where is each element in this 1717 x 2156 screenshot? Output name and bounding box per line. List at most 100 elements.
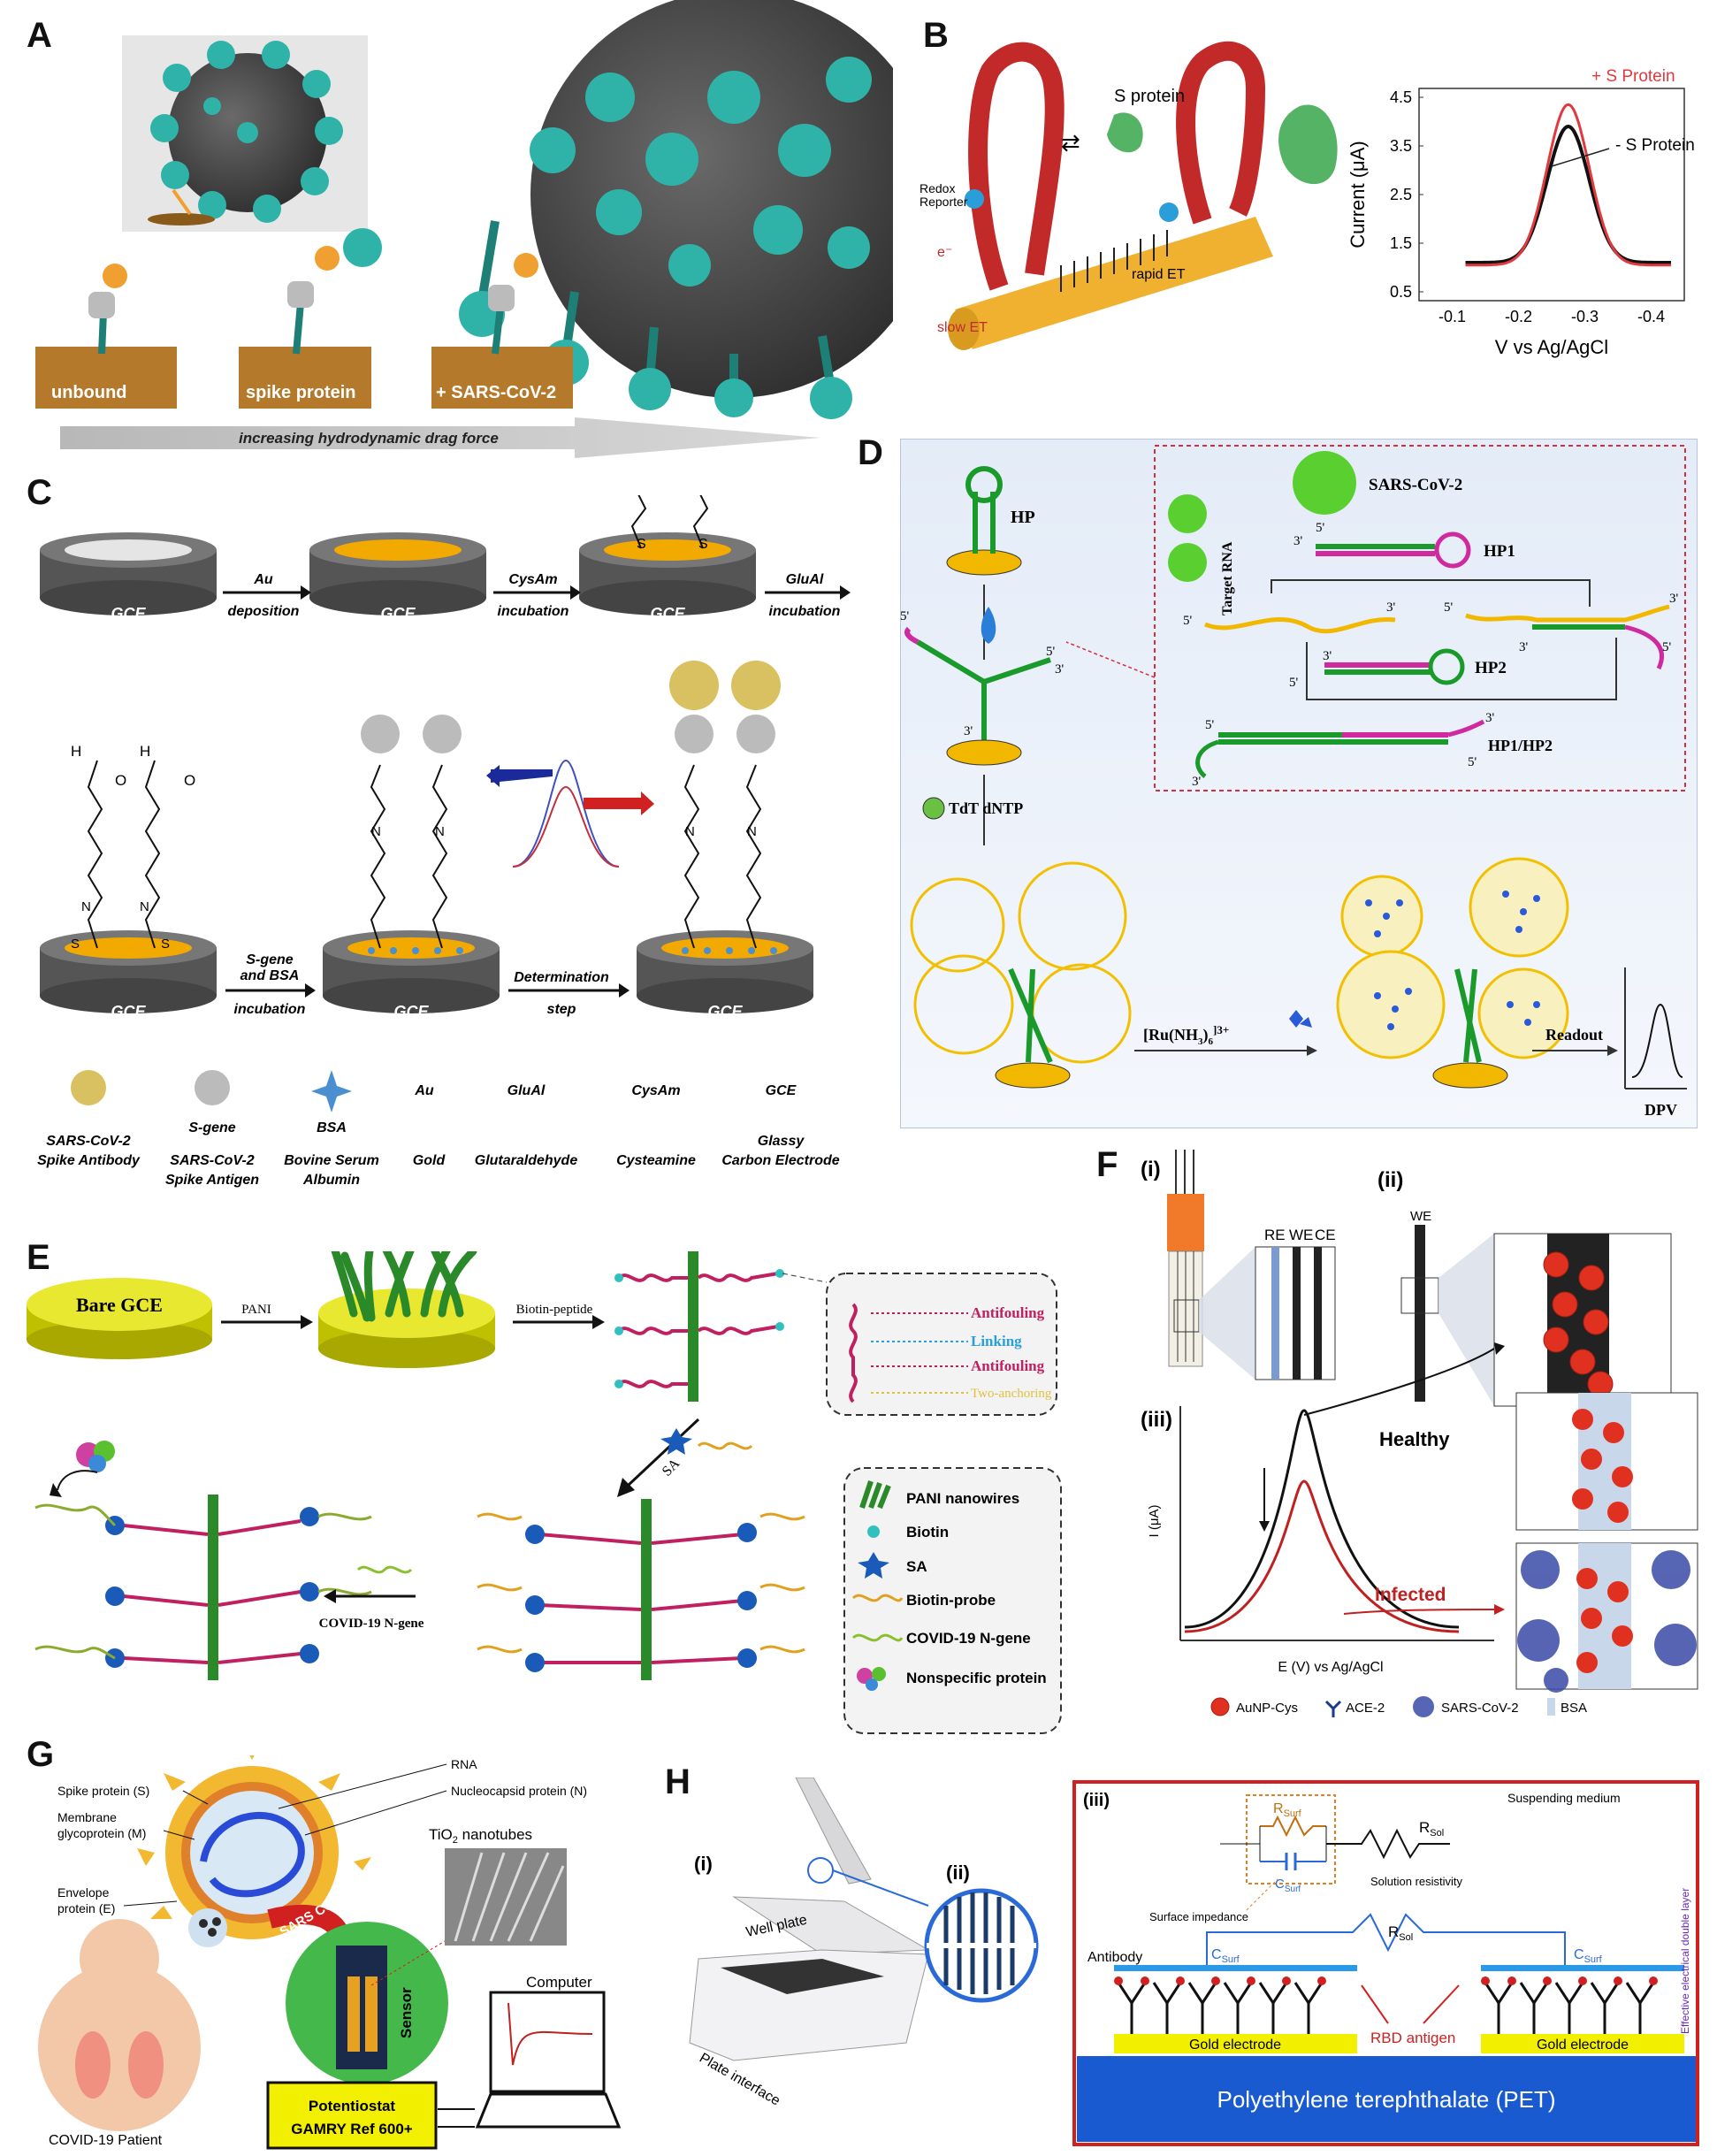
d-5p-f: 5' [1444, 600, 1454, 615]
panel-label-f: F [1096, 1145, 1118, 1184]
e-final-wire [34, 1495, 372, 1680]
panel-label-d: D [858, 433, 883, 472]
f-we: WE [1289, 1227, 1313, 1243]
h-rbd-antigens [1114, 1976, 1658, 1985]
d-amplified-product [910, 861, 1132, 1064]
g-gamry-label: GAMRY Ref 600+ [291, 2121, 413, 2137]
f-iii-label: (iii) [1141, 1408, 1172, 1432]
antibody-sensors [88, 228, 538, 355]
h-gold-electrode-right [1481, 2034, 1684, 2053]
h-suspending-medium: Suspending medium [1507, 1791, 1621, 1805]
curve-minus-s-protein [1465, 124, 1671, 264]
f-aunp-particles [1543, 1251, 1614, 1397]
g-virus-labels: Spike protein (S) Membrane glycoprotein … [57, 1757, 587, 1915]
c-n-6: N [747, 824, 757, 839]
e-legend-icons [851, 1480, 904, 1691]
d-ru-complex: [Ru(NH3)6]3+ [1143, 1023, 1229, 1047]
g-sensor-label: Sensor [398, 1987, 415, 2038]
c-h-2: H [140, 743, 150, 760]
e-legend-nonspecific: Nonspecific protein [906, 1670, 1047, 1686]
f-dpv-plot: Healthy Infected I (μA) E (V) vs Ag/AgCl [1147, 1342, 1505, 1675]
x-tick-label: -0.3 [1571, 308, 1599, 325]
h-csurf-left: CSurf [1211, 1947, 1240, 1965]
d-electrode-1 [946, 549, 1022, 576]
legend-plus-s-protein: + S Protein [1591, 67, 1675, 86]
surface-sars [431, 347, 573, 409]
legend-sgene-2: SARS-CoV-2 [170, 1153, 255, 1168]
state-spike-protein: spike protein [246, 383, 355, 402]
e-legend-biotin-probe: Biotin-probe [906, 1592, 996, 1609]
g-virus-particles [188, 1908, 227, 1947]
d-5p-h: 5' [1205, 718, 1215, 732]
x-ticks: -0.1-0.2-0.3-0.4 [1438, 308, 1665, 325]
g-label-lines [123, 1763, 447, 1907]
y-tick-label: 0.5 [1390, 283, 1412, 301]
electrode-rod [948, 217, 1273, 350]
f-legend-sars: SARS-CoV-2 [1441, 1701, 1519, 1716]
h-rsol-label-bottom: RSol [1388, 1923, 1413, 1943]
legend-labels: SARS-CoV-2 Spike Antibody S-gene SARS-Co… [37, 1120, 840, 1188]
step-determination-step: step [547, 1002, 576, 1017]
d-hp1: HP1 [1484, 542, 1515, 561]
redox-reporter-right [1159, 203, 1179, 222]
g-envelope-label: Envelope [57, 1885, 110, 1900]
d-5p-b: 5' [1046, 645, 1056, 659]
f-legend-aunp: AuNP-Cys [1236, 1701, 1298, 1716]
legend-bsa-3: Albumin [302, 1173, 360, 1188]
aptamer-hairpin-right [1176, 41, 1266, 225]
c-o-2: O [184, 772, 195, 789]
aptamer-hairpin-left [968, 42, 1065, 291]
g-rna-label: RNA [451, 1757, 477, 1771]
label-e: e⁻ [937, 245, 952, 260]
step-cysam-incubation: incubation [498, 604, 569, 619]
e-legend-biotin: Biotin [906, 1524, 949, 1541]
e-linking: Linking [971, 1333, 1022, 1349]
step-deposition: deposition [228, 604, 300, 619]
d-readout: Readout [1545, 1026, 1603, 1044]
h-gold-electrode-left [1114, 2034, 1357, 2053]
h-i-label: (i) [694, 1853, 713, 1875]
c-n-5: N [685, 824, 695, 839]
legend-bsa-1: BSA [317, 1120, 347, 1135]
panel-label-g: G [27, 1735, 55, 1774]
h-antibodies-left [1117, 1982, 1324, 2034]
d-3p-f: 3' [1669, 592, 1679, 606]
gce-label-1: GCE [111, 605, 146, 623]
panel-h: (i) (ii) Well plate Plate interface (iii… [689, 1778, 1699, 2146]
legend-top-cysam: CysAm [631, 1083, 680, 1098]
e-two-anchoring: Two-anchoring [971, 1387, 1052, 1401]
g-tio2-image [445, 1848, 567, 1946]
panel-label-h: H [665, 1762, 691, 1801]
panel-g: SARS COV-2 Spike protein (S) Membrane gl… [38, 1755, 622, 2150]
f-electrode-tube [1167, 1150, 1255, 1380]
h-surface-impedance: Surface impedance [1149, 1910, 1248, 1923]
d-ru-dots [1365, 891, 1540, 1030]
d-water-drop [981, 607, 996, 644]
f-ii-label: (ii) [1377, 1168, 1403, 1192]
d-dashed-box [1154, 445, 1686, 791]
d-5p-g: 5' [1662, 640, 1672, 654]
c-s-1: S [637, 537, 646, 552]
legend-icons [71, 1070, 352, 1112]
label-slow-et: slow ET [937, 320, 988, 335]
e-legend-sa: SA [906, 1558, 927, 1575]
f-legend-aunp-icon [1210, 1697, 1230, 1716]
h-gold-label-left: Gold electrode [1189, 2037, 1281, 2053]
panel-c: GCE GCE GCE S S NH2 NH2 Au deposition Cy… [37, 495, 851, 1188]
legend-gold: Gold [413, 1153, 446, 1168]
legend-spike-ab-1: SARS-CoV-2 [46, 1134, 131, 1149]
legend-minus-s-protein: - S Protein [1615, 136, 1695, 155]
g-sars-virus [137, 1755, 371, 1939]
d-3p-d: 3' [1323, 649, 1332, 663]
d-5p-i: 5' [1468, 755, 1477, 769]
x-tick-label: -0.2 [1505, 308, 1532, 325]
g-computer-screen [489, 1991, 606, 2093]
e-legend-ngene: COVID-19 N-gene [906, 1630, 1031, 1647]
e-biotin-peptide-label: Biotin-peptide [516, 1303, 593, 1317]
panel-f: (i) (ii) (iii) RE WE CE WE Healthy Infec… [1141, 1150, 1698, 1717]
legend-glassy: Glassy [758, 1134, 805, 1149]
g-nucleocapsid-label: Nucleocapsid protein (N) [451, 1784, 587, 1798]
x-tick-label: -0.4 [1637, 308, 1665, 325]
d-electrode-2 [946, 739, 1022, 766]
d-ru-loaded-product [1336, 857, 1569, 1059]
